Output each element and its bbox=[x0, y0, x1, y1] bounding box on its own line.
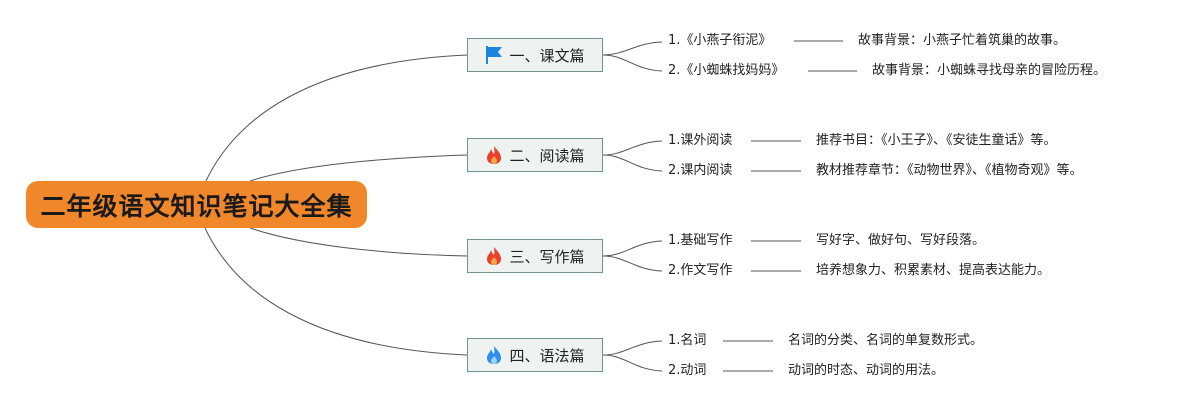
central-topic[interactable]: 二年级语文知识笔记大全集 bbox=[26, 181, 367, 228]
leaf-detail[interactable]: 教材推荐章节：《动物世界》、《植物奇观》等。 bbox=[816, 163, 1083, 178]
branch-label: 一、课文篇 bbox=[509, 46, 585, 65]
connector-central-branch-2 bbox=[249, 154, 468, 182]
fire-icon bbox=[485, 145, 503, 165]
leaf-detail[interactable]: 推荐书目：《小王子》、《安徒生童话》等。 bbox=[816, 133, 1057, 148]
connector-central-branch-3 bbox=[249, 227, 468, 257]
connector-central-branch-4 bbox=[204, 227, 468, 356]
leaf-title[interactable]: 1.《小燕子衔泥》 bbox=[668, 33, 772, 48]
leaf-detail[interactable]: 名词的分类、名词的单复数形式。 bbox=[788, 333, 984, 348]
leaf-title[interactable]: 1.基础写作 bbox=[668, 233, 733, 248]
leaf-title[interactable]: 2.课内阅读 bbox=[668, 163, 733, 178]
leaf-title[interactable]: 1.名词 bbox=[668, 333, 707, 348]
branch-label: 三、写作篇 bbox=[509, 247, 585, 266]
fire-icon bbox=[485, 246, 503, 266]
leaf-detail[interactable]: 写好字、做好句、写好段落。 bbox=[816, 233, 986, 248]
central-topic-label: 二年级语文知识笔记大全集 bbox=[40, 191, 353, 221]
branch-grammar[interactable]: 四、语法篇 bbox=[467, 338, 603, 372]
leaf-detail[interactable]: 故事背景：小燕子忙着筑巢的故事。 bbox=[858, 33, 1067, 48]
leaf-title[interactable]: 2.动词 bbox=[668, 363, 707, 378]
leaf-detail[interactable]: 培养想象力、积累素材、提高表达能力。 bbox=[816, 263, 1051, 278]
branch-reading[interactable]: 二、阅读篇 bbox=[467, 138, 603, 172]
blue-fire-icon bbox=[485, 345, 503, 365]
branch-label: 二、阅读篇 bbox=[509, 146, 585, 165]
branch-lesson-texts[interactable]: 一、课文篇 bbox=[467, 38, 603, 72]
leaf-title[interactable]: 2.《小蜘蛛找妈妈》 bbox=[668, 63, 785, 78]
connector-central-branch-1 bbox=[204, 54, 468, 184]
leaf-detail[interactable]: 动词的时态、动词的用法。 bbox=[788, 363, 945, 378]
branch-writing[interactable]: 三、写作篇 bbox=[467, 239, 603, 273]
branch-label: 四、语法篇 bbox=[509, 346, 585, 365]
leaf-detail[interactable]: 故事背景：小蜘蛛寻找母亲的冒险历程。 bbox=[872, 63, 1107, 78]
flag-icon bbox=[485, 45, 503, 65]
leaf-title[interactable]: 2.作文写作 bbox=[668, 263, 733, 278]
leaf-title[interactable]: 1.课外阅读 bbox=[668, 133, 733, 148]
